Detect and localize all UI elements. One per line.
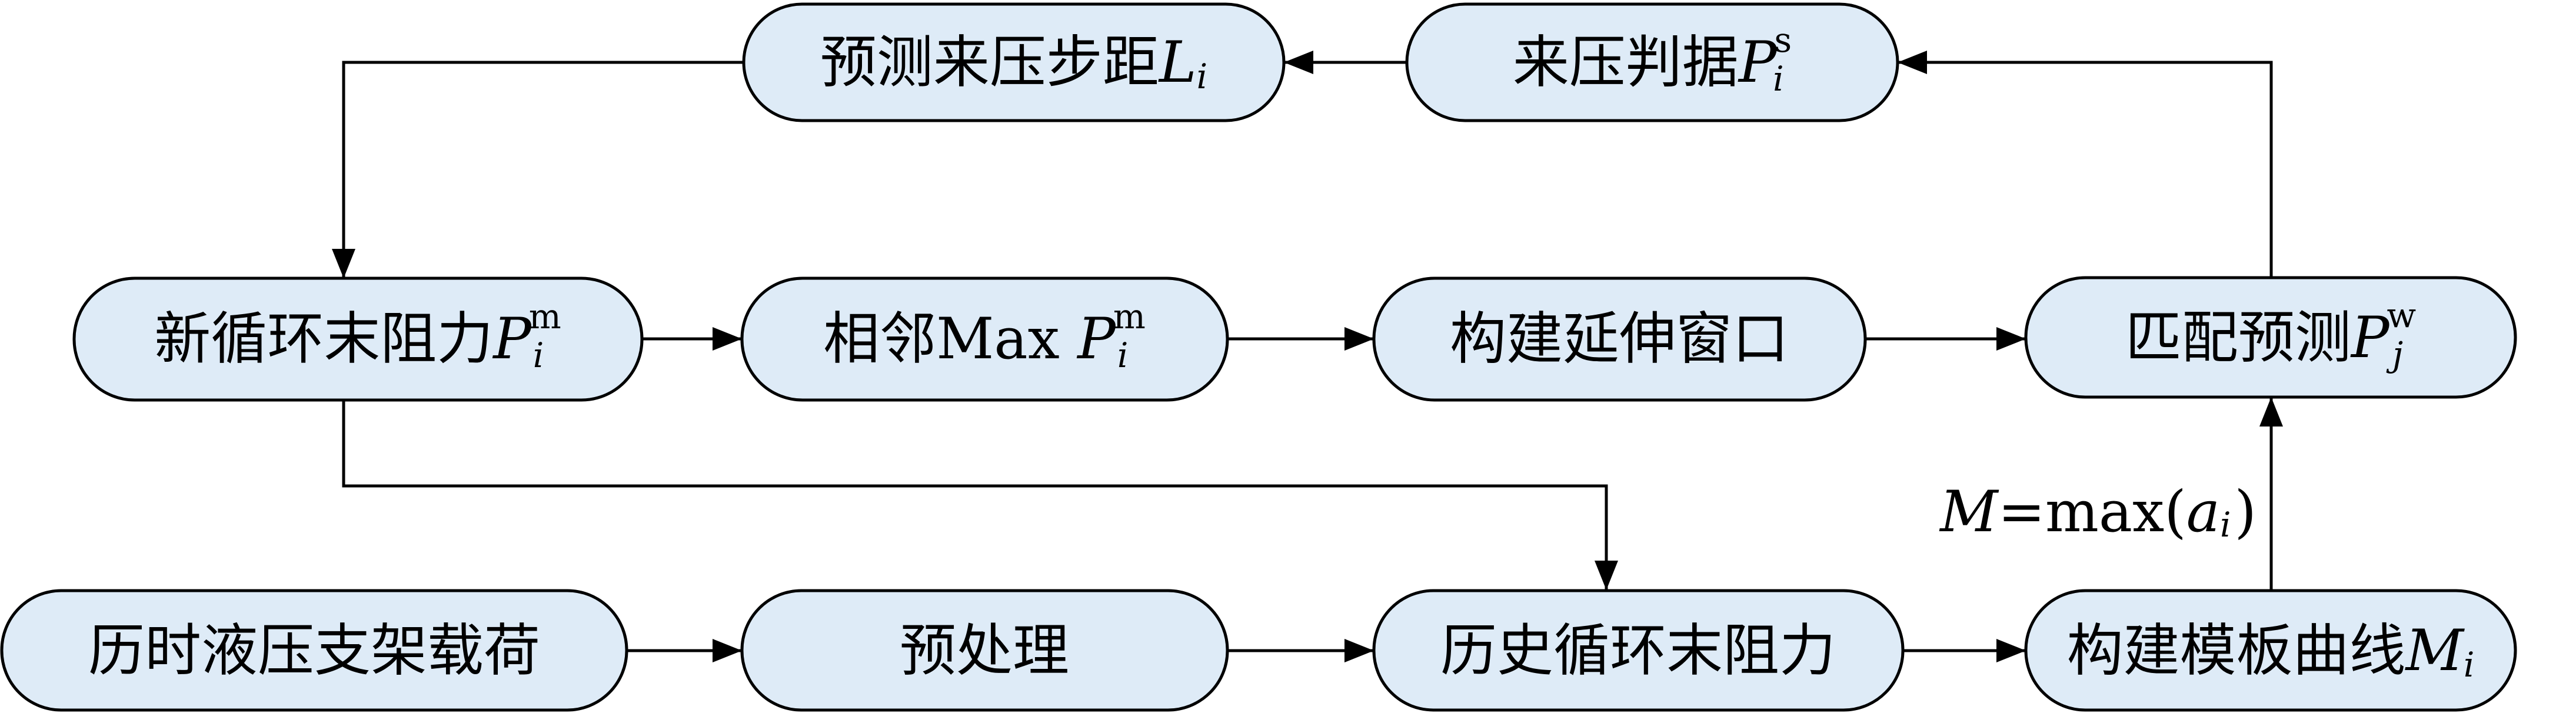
predict-step-sub: i	[1197, 56, 1208, 96]
new-cycle-resistance-var: P	[492, 306, 532, 372]
node-history-resistance: 历史循环末阻力	[1372, 589, 1905, 712]
pressure-criterion-text: 来压判据	[1513, 29, 1739, 95]
match-predict-text: 匹配预测	[2125, 305, 2351, 371]
adjacent-max-sub: i	[1117, 335, 1129, 375]
history-resistance-text: 历史循环末阻力	[1440, 618, 1836, 684]
svg-text:构建模板曲线Mi: 构建模板曲线Mi	[2067, 618, 2475, 685]
new-cycle-resistance-sub: i	[533, 335, 544, 375]
build-window-text: 构建延伸窗口	[1450, 306, 1789, 372]
pressure-criterion-sup: s	[1774, 20, 1792, 60]
new-cycle-resistance-sup: m	[529, 296, 561, 336]
edge-label-eq: =max(	[1998, 479, 2186, 545]
node-preprocess: 预处理	[740, 589, 1229, 712]
node-template-curve: 构建模板曲线Mi	[2024, 589, 2517, 712]
edge-label-max-formula: M=max(ai)	[1939, 479, 2257, 545]
edge-label-sub: i	[2220, 505, 2231, 545]
node-predict-step: 预测来压步距Li	[742, 2, 1286, 122]
node-build-window: 构建延伸窗口	[1372, 276, 1867, 402]
adjacent-max-sup: m	[1113, 296, 1146, 336]
edge-label-arg: a	[2186, 479, 2220, 545]
history-load-text: 历时液压支架载荷	[88, 618, 540, 684]
predict-step-text: 预测来压步距	[820, 29, 1159, 95]
predict-step-var: L	[1158, 29, 1197, 95]
svg-text:预测来压步距Li: 预测来压步距Li	[820, 29, 1207, 96]
edge-label-close: )	[2235, 479, 2257, 545]
arrow-new-cycle-to-history-resistance	[342, 400, 1618, 590]
adjacent-max-var: P	[1076, 306, 1116, 372]
match-predict-var: P	[2350, 305, 2390, 371]
pressure-criterion-sub: i	[1773, 59, 1784, 99]
connectors	[332, 51, 2283, 662]
match-predict-sup: w	[2387, 295, 2416, 335]
adjacent-max-text: 相邻Max	[823, 306, 1077, 372]
edge-label-var: M	[1939, 479, 1999, 545]
template-curve-sub: i	[2464, 645, 2475, 685]
new-cycle-resistance-text: 新循环末阻力	[154, 306, 493, 372]
pressure-criterion-var: P	[1738, 29, 1778, 95]
arrow-match-to-criterion	[1898, 51, 2273, 278]
svg-text:相邻Max Pmi: 相邻Max Pmi	[823, 296, 1146, 375]
template-curve-text: 构建模板曲线	[2067, 618, 2406, 684]
arrow-predict-step-to-new-cycle	[332, 61, 744, 278]
template-curve-var: M	[2405, 618, 2465, 684]
preprocess-text: 预处理	[900, 618, 1069, 684]
node-history-load: 历时液压支架载荷	[0, 589, 628, 712]
